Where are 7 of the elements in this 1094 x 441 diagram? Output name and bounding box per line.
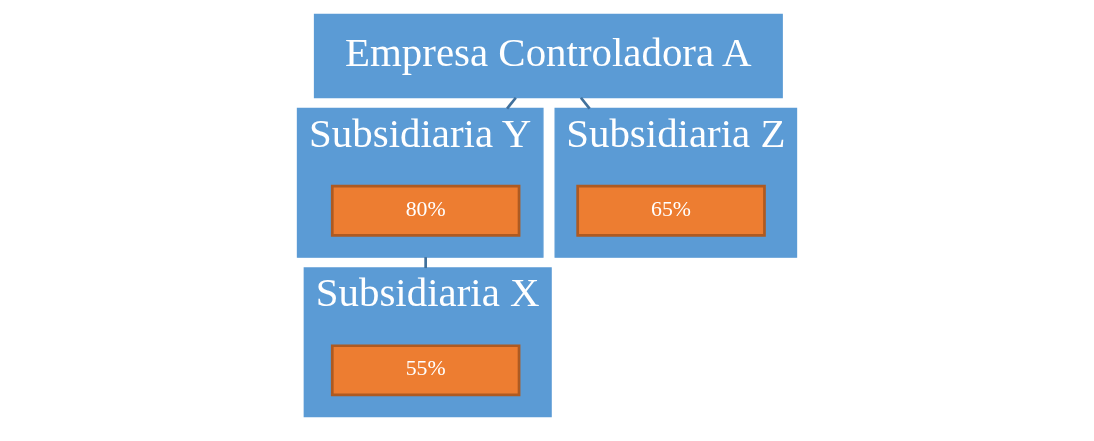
- connector: [579, 96, 591, 109]
- node-box: Empresa Controladora A: [313, 13, 783, 98]
- node-box: 80%: [330, 184, 521, 237]
- node-box: 55%: [330, 343, 521, 396]
- connector: [424, 256, 428, 268]
- node-box: 65%: [576, 184, 766, 237]
- connector: [506, 96, 517, 109]
